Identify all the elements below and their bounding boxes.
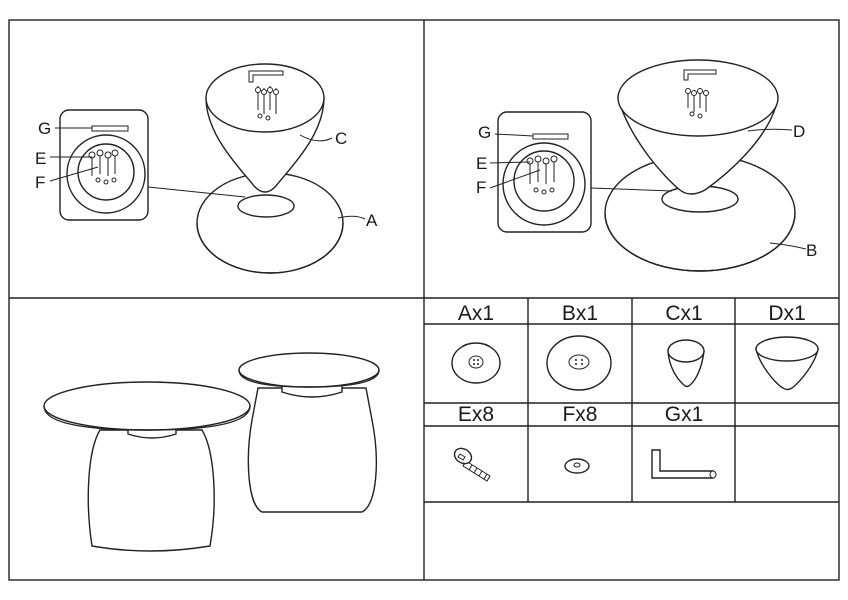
callout-f: F (476, 178, 486, 197)
part-label-f: Fx8 (562, 403, 597, 426)
screw-set-icon (685, 88, 709, 119)
part-label-e: Ex8 (458, 403, 494, 426)
hardware-detail-inset (59, 109, 149, 221)
callout-d: D (793, 122, 805, 141)
allen-key-icon (532, 133, 569, 140)
part-label-b: Bx1 (562, 302, 598, 325)
allen-key-icon (248, 70, 284, 83)
callout-g: G (478, 123, 491, 142)
cone-part-d (617, 59, 779, 195)
part-c-cone-icon (667, 339, 705, 388)
step1-panel: G E F C A (35, 63, 378, 274)
parts-list-table: Ax1 Bx1 Cx1 Dx1 Ex8 Fx8 Gx1 (424, 298, 839, 503)
base-disc-b (604, 154, 796, 272)
part-d-cone-icon (755, 336, 819, 391)
low-coffee-table (43, 381, 251, 552)
part-e-screw-icon (453, 447, 491, 482)
callout-b: B (806, 241, 817, 260)
part-label-c: Cx1 (665, 302, 702, 325)
assembled-tables-illustration (43, 352, 380, 552)
part-label-a: Ax1 (458, 302, 494, 325)
part-b-base-disc-icon (546, 335, 612, 391)
allen-key-icon (91, 125, 129, 132)
part-label-d: Dx1 (768, 302, 805, 325)
callout-e: E (476, 154, 487, 173)
screw-set-icon (88, 149, 119, 185)
base-disc-a (196, 172, 344, 274)
hardware-detail-inset (497, 111, 592, 233)
callout-c: C (335, 129, 347, 148)
part-g-allen-key-icon (651, 449, 717, 479)
callout-a: A (366, 211, 378, 230)
callout-e: E (35, 149, 46, 168)
allen-key-icon (683, 69, 717, 81)
screw-set-icon (255, 86, 279, 121)
cone-part-c (205, 63, 325, 193)
part-label-g: Gx1 (665, 403, 704, 426)
callout-g: G (38, 119, 51, 138)
step2-panel: G E F D B (476, 59, 817, 272)
part-a-base-disc-icon (451, 342, 501, 384)
callout-f: F (35, 173, 45, 192)
part-f-washer-icon (564, 458, 590, 474)
tall-side-table (238, 352, 380, 513)
